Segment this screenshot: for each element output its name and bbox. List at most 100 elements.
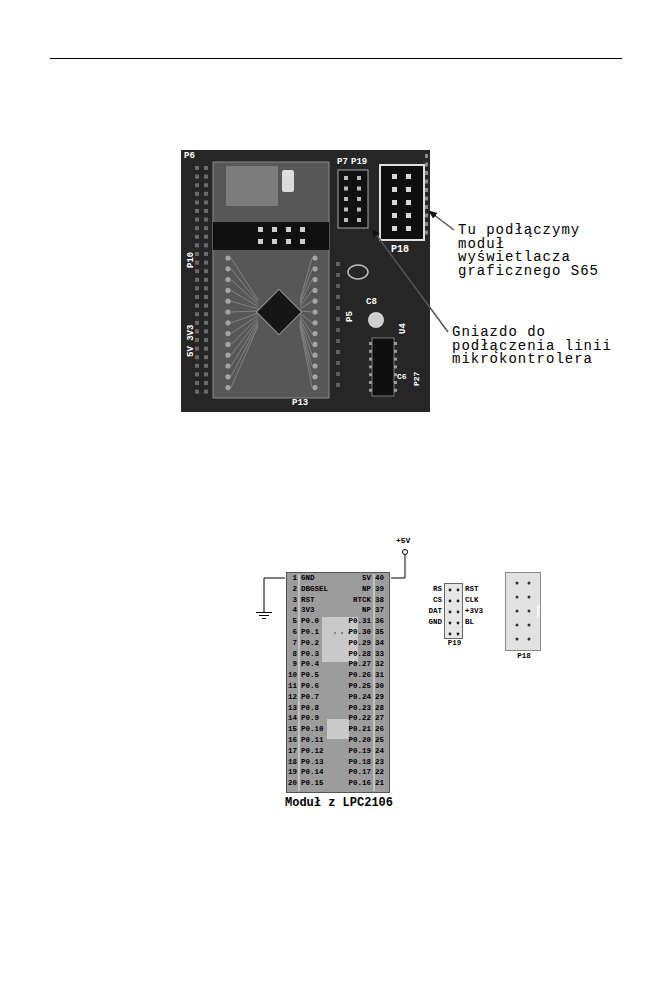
- pcb-trace: [231, 322, 258, 366]
- header-pin: [204, 304, 208, 308]
- header-pin: [344, 208, 348, 212]
- header-pin: [406, 226, 411, 231]
- board-photo: [181, 150, 430, 412]
- pin-dot: [449, 600, 452, 603]
- header-pin: [336, 317, 340, 321]
- header-pin: [336, 361, 340, 365]
- pcb-trace: [300, 290, 312, 306]
- callout-leader: [429, 211, 454, 230]
- pin-name: P0.13: [301, 757, 333, 767]
- silkscreen-label: U4: [398, 323, 409, 334]
- header-pin: [204, 381, 208, 385]
- module-pad: [312, 320, 317, 325]
- pin-number: 38: [375, 595, 389, 605]
- pin-name: 5V: [333, 573, 371, 583]
- pcb-trace: [300, 301, 312, 309]
- pin-dot: [457, 600, 460, 603]
- header-pin: [336, 328, 340, 332]
- pin-name: P0.31: [333, 616, 371, 626]
- node-caption: Moduł z LPC2106: [247, 796, 431, 810]
- crystal: [348, 265, 368, 279]
- pin-dot: [516, 610, 519, 613]
- header-pin: [392, 226, 397, 231]
- pin-number: 27: [375, 713, 389, 723]
- header-pin: [195, 243, 199, 247]
- module-pad: [225, 255, 230, 260]
- header-pin: [195, 175, 199, 179]
- header-pin: [195, 347, 199, 351]
- node-art: [287, 573, 391, 794]
- header-pin: [195, 192, 199, 196]
- pin-name: P0.3: [301, 649, 333, 659]
- pin-name: P0.2: [301, 638, 333, 648]
- pcb-trace: [231, 290, 258, 306]
- node-caption: P19: [405, 639, 504, 648]
- pin-number: 21: [375, 778, 389, 788]
- dot-mark: [341, 632, 343, 634]
- edge-pin: [425, 205, 428, 209]
- pin-name: P0.20: [333, 735, 371, 745]
- pin-number: 24: [375, 746, 389, 756]
- node-art: [445, 584, 464, 640]
- module-board: Moduł z LPC2106: [286, 572, 390, 793]
- pin-header: P19: [444, 583, 463, 639]
- pin-name: P0.11: [301, 735, 333, 745]
- header-pin: [195, 304, 199, 308]
- header-pin: [357, 197, 361, 201]
- capacitor: [282, 170, 294, 192]
- pin-name: P0.14: [301, 767, 333, 777]
- pcb-trace: [231, 269, 258, 302]
- callout-leader: [372, 229, 448, 332]
- header-pin: [336, 262, 340, 266]
- header-pin: [195, 390, 199, 394]
- light-patch: [322, 617, 358, 662]
- pin-number: 31: [375, 670, 389, 680]
- header-pin: [195, 355, 199, 359]
- module-pad: [225, 288, 230, 293]
- header-pin: [344, 218, 348, 222]
- silkscreen-label: P7: [337, 157, 348, 168]
- pin-dot: [528, 596, 531, 599]
- silkscreen-label: P5: [345, 311, 356, 322]
- module-pad: [225, 266, 230, 271]
- module-pad: [312, 353, 317, 358]
- header-pin: [195, 183, 199, 187]
- gnd-wire: [264, 578, 285, 612]
- pin-number: 17: [287, 746, 297, 756]
- signal-name: DAT: [416, 606, 442, 616]
- pin-name: DBGSEL: [301, 584, 333, 594]
- chip-body: [256, 289, 301, 334]
- pin-dot: [457, 622, 460, 625]
- header-pin: [204, 278, 208, 282]
- pin-number: 6: [287, 627, 297, 637]
- header-pin: [204, 209, 208, 213]
- pin-number: 7: [287, 638, 297, 648]
- module-pad: [312, 255, 317, 260]
- signal-name: GND: [416, 617, 442, 627]
- header-pin: [195, 364, 199, 368]
- chip-leg: [394, 342, 397, 345]
- pin-number: 8: [287, 649, 297, 659]
- edge-pin: [425, 154, 428, 158]
- pin-name: P0.16: [333, 778, 371, 788]
- supply-wire: [391, 555, 405, 579]
- header-pin: [195, 295, 199, 299]
- module-pad: [312, 309, 317, 314]
- connector-pin: [300, 239, 305, 244]
- pin-name: P0.19: [333, 746, 371, 756]
- module-pad: [225, 277, 230, 282]
- header-pin: [204, 183, 208, 187]
- header-pin: [195, 269, 199, 273]
- header-pin: [336, 306, 340, 310]
- pin-name: P0.4: [301, 659, 333, 669]
- pin-name: P0.27: [333, 659, 371, 669]
- edge-pin: [425, 231, 428, 235]
- module-pad: [312, 342, 317, 347]
- pin-number: 34: [375, 638, 389, 648]
- pin-dot: [449, 589, 452, 592]
- supply-label: +5V: [396, 536, 410, 546]
- pin-number: 25: [375, 735, 389, 745]
- header-pin: [204, 166, 208, 170]
- node-art: [506, 573, 542, 652]
- pin-name: P0.0: [301, 616, 333, 626]
